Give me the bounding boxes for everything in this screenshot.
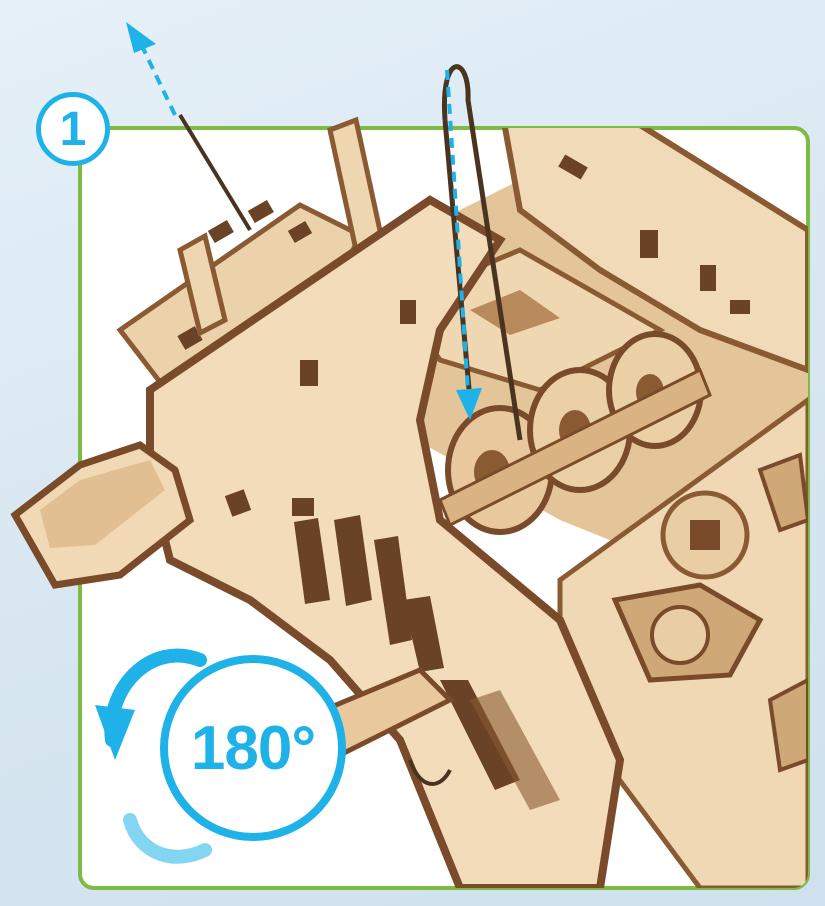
- step-number-badge: 1: [36, 92, 110, 166]
- string: [180, 115, 250, 230]
- step-number: 1: [60, 102, 87, 157]
- rotation-label: 180°: [191, 713, 315, 784]
- wood-front-arm: [15, 445, 190, 585]
- rotation-badge: 180°: [160, 655, 346, 841]
